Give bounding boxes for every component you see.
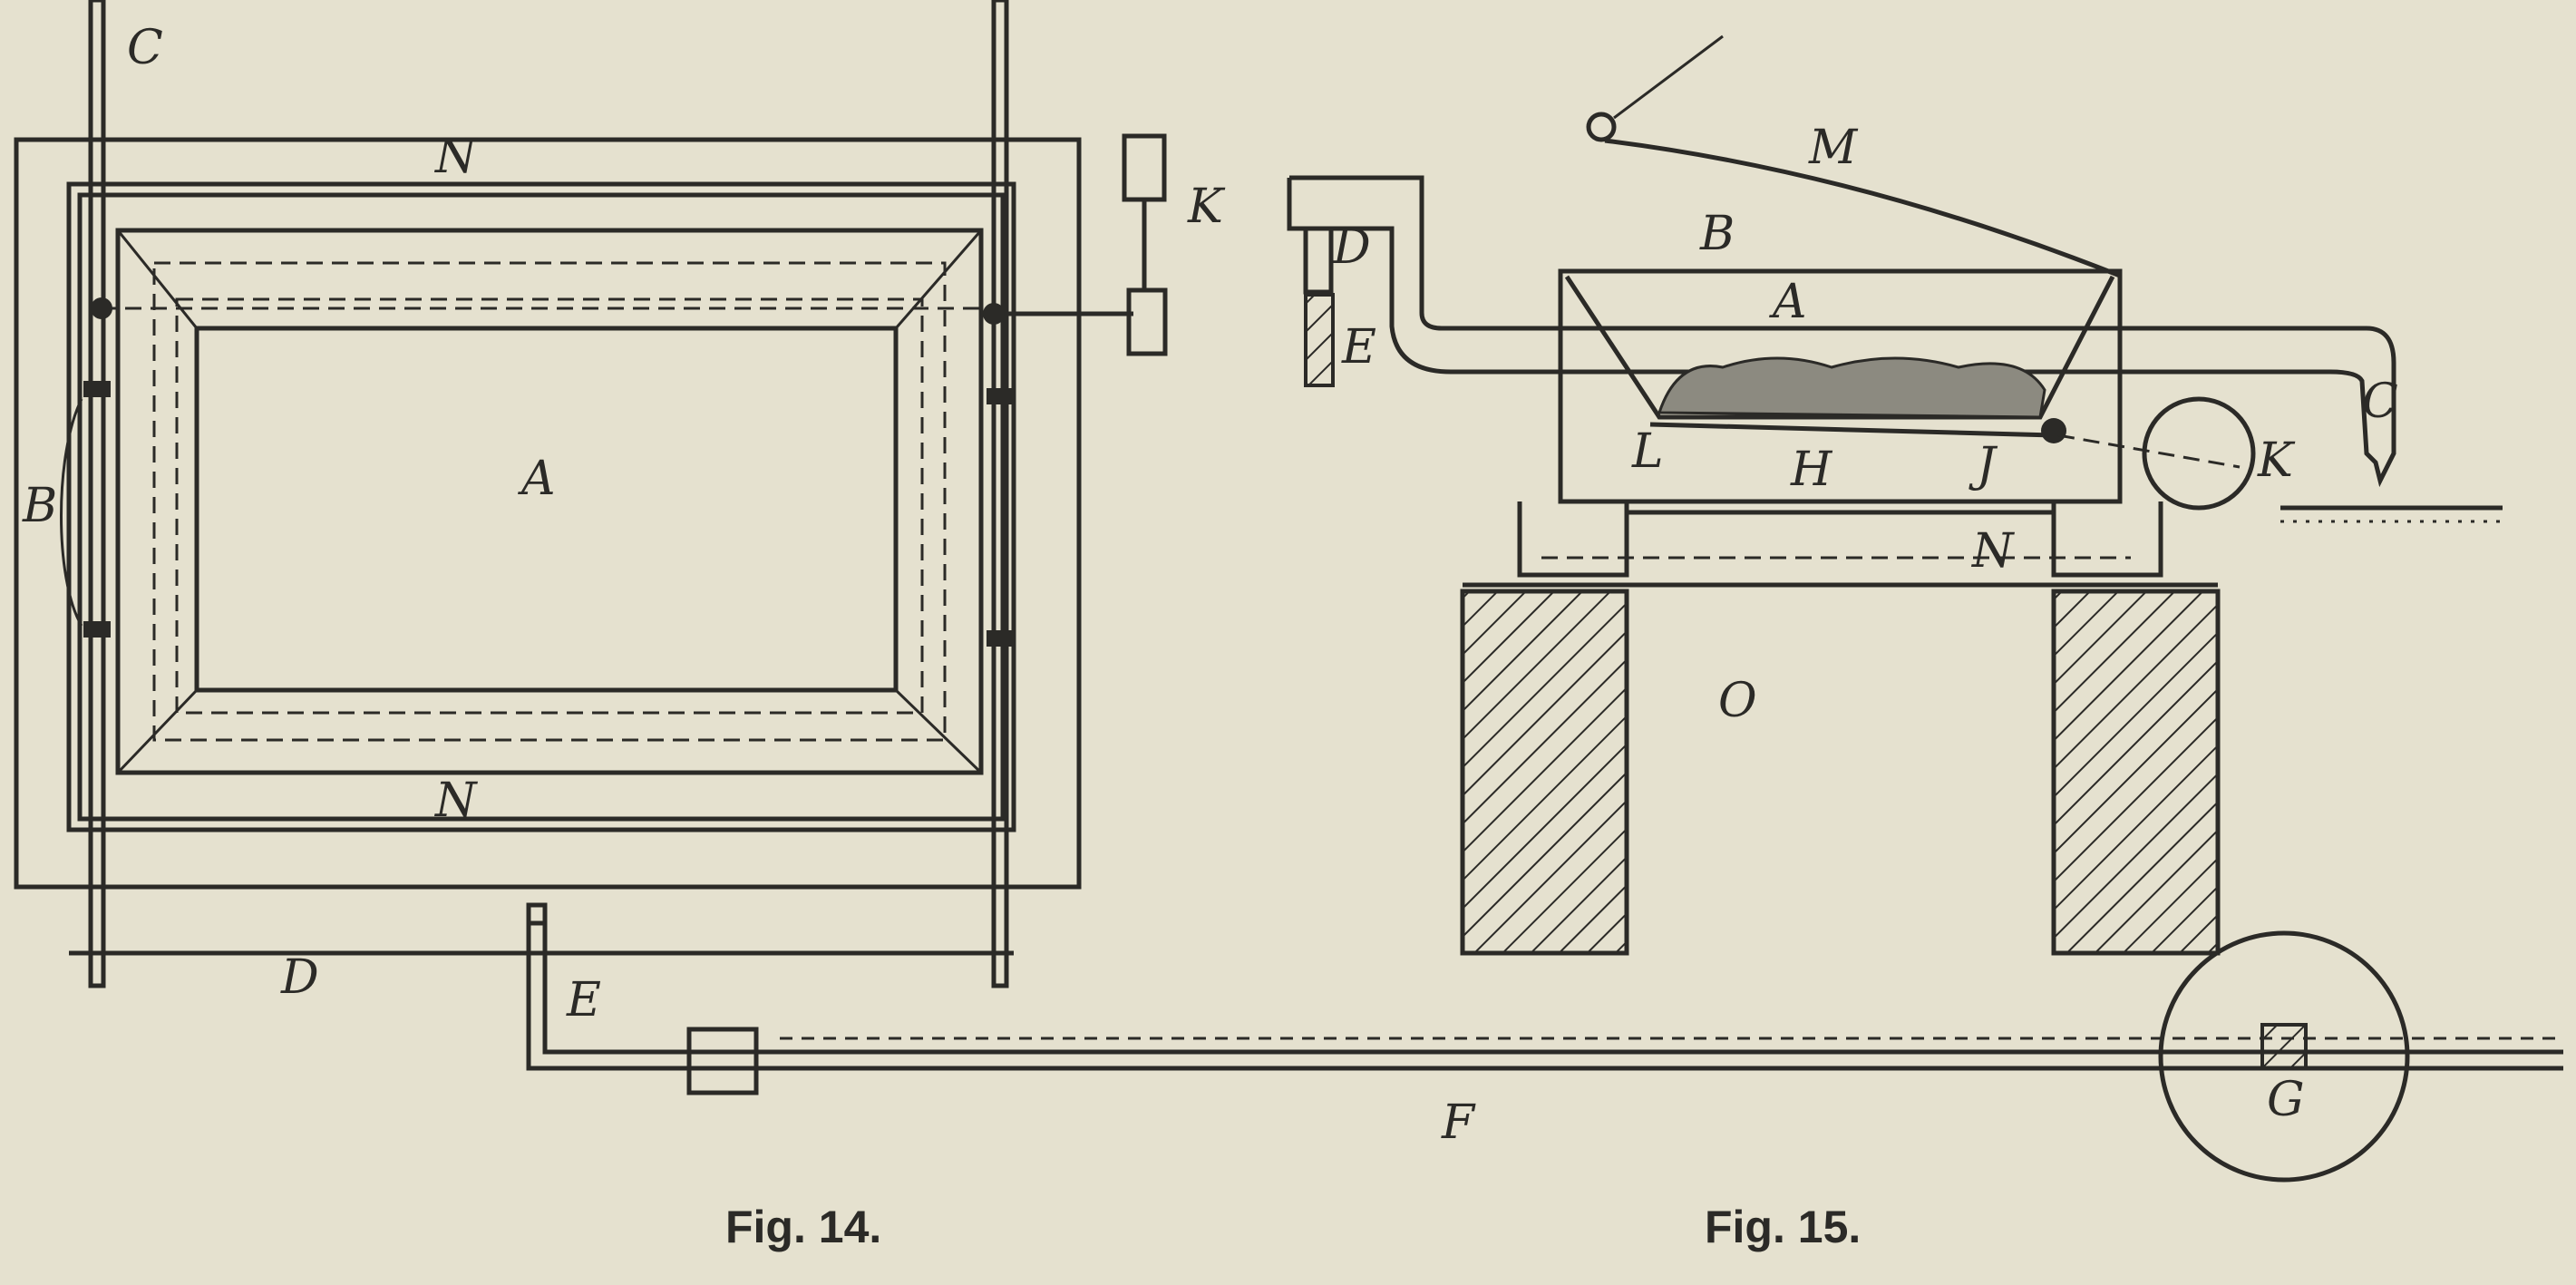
frame-n [66, 181, 1016, 832]
hopper-a [1564, 275, 2115, 420]
clamp [987, 388, 1014, 404]
pipe-left [1287, 175, 2120, 375]
clamp [83, 381, 111, 397]
caption-fig-15: Fig. 15. [1705, 1202, 1861, 1252]
fig-14 [14, 0, 2563, 1183]
pivot [91, 297, 112, 319]
axle-j [2041, 418, 2066, 443]
label-l: L [1631, 424, 1664, 479]
label-a: A [518, 452, 556, 506]
tanks [1517, 501, 2163, 578]
label-k: K [2257, 433, 2296, 488]
pulley [1586, 112, 1617, 142]
label-e: E [566, 973, 601, 1027]
label-m: M [1808, 121, 1859, 175]
fig-15 [1287, 34, 2503, 956]
label-f: F [1441, 1095, 1476, 1150]
label-h: H [1790, 443, 1833, 497]
label-e: E [1341, 320, 1376, 375]
label-j: J [1968, 438, 1998, 492]
k-link [2057, 433, 2241, 469]
tray-dashed-inner [175, 297, 924, 715]
label-c: C [2362, 375, 2398, 429]
pipe-e [526, 907, 2563, 1071]
label-a: A [1769, 275, 1807, 329]
pipe-cap [526, 902, 548, 926]
rod-c-right [991, 0, 1009, 988]
caption-fig-14: Fig. 14. [725, 1202, 881, 1252]
pillar-right [2051, 589, 2221, 956]
eccentric-k [1122, 133, 1167, 202]
label-d: D [1332, 220, 1371, 275]
clamp [987, 630, 1014, 647]
pivot [983, 303, 1005, 325]
lever-m [1604, 138, 2121, 278]
electrode-e [1304, 293, 1335, 387]
clamp [83, 621, 111, 638]
label-n-bottom: N [433, 774, 478, 828]
wheel-g [2158, 930, 2410, 1183]
tray-bottom [194, 326, 899, 693]
wheel-hub [2260, 1023, 2308, 1070]
sieve-h [1649, 422, 2055, 438]
housing [1558, 268, 2123, 504]
weight-k [2142, 396, 2256, 511]
bevel [894, 688, 983, 774]
label-d: D [280, 950, 319, 1005]
holder-d [1303, 226, 1334, 295]
tray-outer [115, 228, 984, 775]
bevel [116, 688, 199, 774]
label-c: C [127, 21, 163, 75]
tray-dashed [152, 261, 947, 742]
frame-n-inner [77, 192, 1006, 822]
label-o: O [1718, 674, 1757, 728]
pipe-c [2120, 326, 2396, 488]
label-k: K [1187, 180, 1226, 234]
label-g: G [2267, 1073, 2305, 1127]
label-b: B [22, 479, 57, 533]
eccentric-block [1126, 287, 1168, 356]
b-bracket [60, 398, 83, 627]
coupling-block [686, 1027, 759, 1095]
bevel [116, 229, 199, 329]
bevel [894, 229, 983, 329]
ore-pile [1657, 356, 2046, 419]
label-n: N [1970, 524, 2015, 579]
cord [1613, 34, 1724, 120]
label-n-top: N [433, 130, 478, 184]
pillar-left [1460, 589, 1629, 956]
label-b: B [1699, 207, 1735, 261]
rod-c-left [88, 0, 106, 988]
